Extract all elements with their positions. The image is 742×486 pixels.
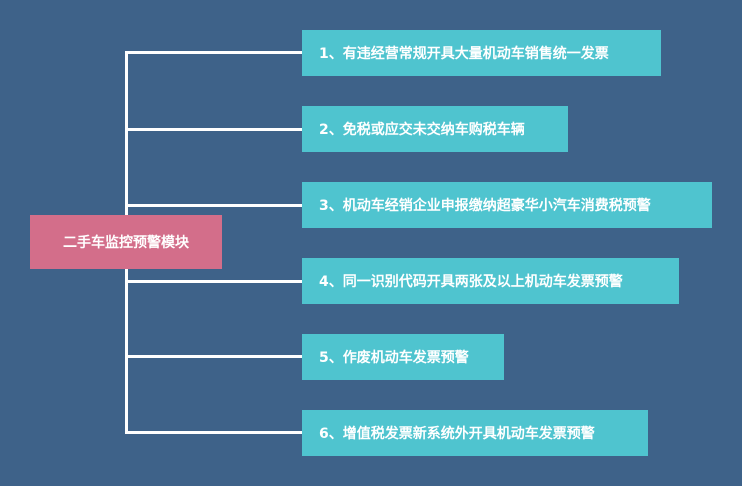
connector-branch-5 (125, 355, 302, 358)
root-node: 二手车监控预警模块 (30, 215, 222, 269)
child-node-label: 2、免税或应交未交纳车购税车辆 (319, 122, 525, 138)
child-node-3: 3、机动车经销企业申报缴纳超豪华小汽车消费税预警 (302, 182, 712, 228)
child-node-4: 4、同一识别代码开具两张及以上机动车发票预警 (302, 258, 679, 304)
child-node-label: 5、作废机动车发票预警 (319, 350, 469, 366)
child-node-label: 6、增值税发票新系统外开具机动车发票预警 (319, 426, 595, 442)
child-node-label: 1、有违经营常规开具大量机动车销售统一发票 (319, 46, 609, 62)
connector-branch-4 (125, 280, 302, 283)
connector-branch-3 (125, 204, 302, 207)
child-node-label: 4、同一识别代码开具两张及以上机动车发票预警 (319, 274, 623, 290)
child-node-label: 3、机动车经销企业申报缴纳超豪华小汽车消费税预警 (319, 198, 651, 214)
child-node-6: 6、增值税发票新系统外开具机动车发票预警 (302, 410, 648, 456)
connector-branch-6 (125, 431, 302, 434)
connector-branch-2 (125, 128, 302, 131)
root-node-label: 二手车监控预警模块 (63, 235, 189, 251)
child-node-5: 5、作废机动车发票预警 (302, 334, 504, 380)
child-node-2: 2、免税或应交未交纳车购税车辆 (302, 106, 568, 152)
connector-branch-1 (125, 51, 302, 54)
child-node-1: 1、有违经营常规开具大量机动车销售统一发票 (302, 30, 661, 76)
